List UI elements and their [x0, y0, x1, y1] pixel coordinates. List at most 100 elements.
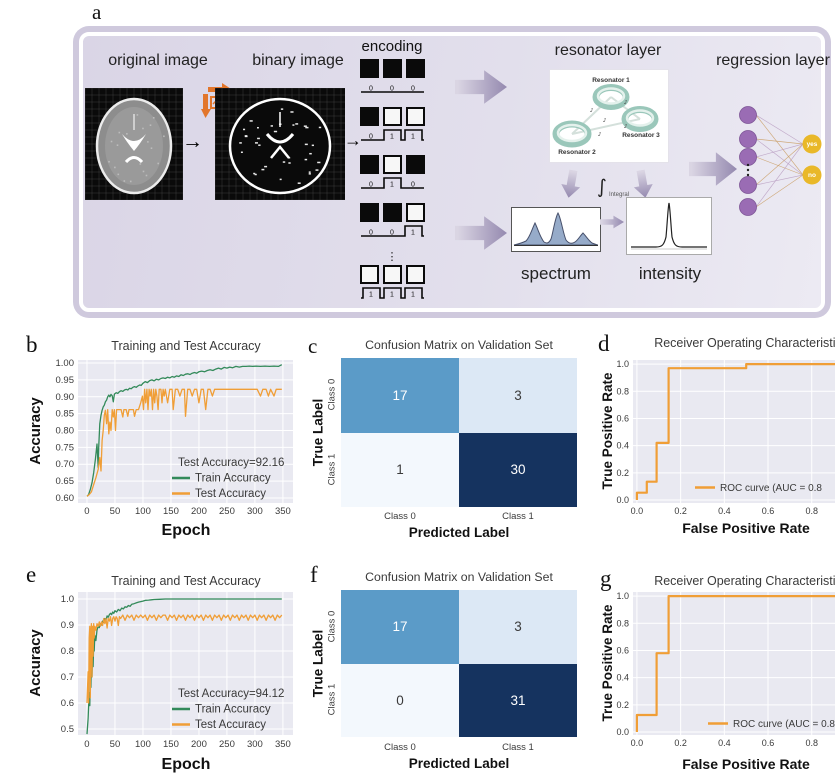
- matrix-cell-1-1: 31: [459, 663, 577, 737]
- plot-background: [633, 360, 835, 503]
- y-tick-label: 0.8: [616, 618, 629, 628]
- x-tick-label: 150: [163, 739, 179, 750]
- bit-label: 0: [369, 230, 373, 237]
- waveform-line: [360, 287, 424, 299]
- matrix-cell-1-1: 30: [459, 432, 577, 507]
- y-tick-label: 0.2: [616, 700, 629, 710]
- coupling-label: J: [597, 132, 601, 138]
- y-axis-label: True Positive Rate: [600, 372, 615, 490]
- network-edge: [755, 143, 804, 208]
- chart-title: Receiver Operating Characteristic: [654, 336, 835, 350]
- panel-letter-e: e: [26, 562, 37, 587]
- pixel-square-off: [405, 59, 425, 78]
- bit-label: 0: [390, 86, 394, 93]
- pixel-square-on: [405, 107, 425, 126]
- x-tick-label: 0: [84, 506, 89, 517]
- series-line-roc-curve: [635, 595, 835, 732]
- y-tick-label: 0.7: [61, 672, 74, 683]
- chart-g: 0.00.20.40.60.81.00.00.20.40.60.81.0Rece…: [600, 574, 835, 772]
- accuracy-annotation: Test Accuracy=92.16: [178, 457, 284, 469]
- binary-mri-image: [215, 88, 345, 200]
- texture-dot: [305, 126, 309, 129]
- resonator-layer-label: resonator layer: [554, 42, 662, 59]
- texture-dot: [292, 124, 295, 126]
- texture-dot: [254, 142, 258, 144]
- plot-background: [78, 592, 293, 735]
- node-ellipsis-dot: [746, 163, 750, 167]
- resonator-2-label: Resonator 2: [558, 149, 596, 156]
- texture-dot: [139, 163, 142, 165]
- pixel-square-off: [382, 203, 402, 222]
- accuracy-annotation: Test Accuracy=94.12: [178, 688, 284, 700]
- texture-dot: [136, 114, 139, 116]
- x-tick-label: 50: [110, 506, 121, 517]
- chart-title: Receiver Operating Characteristic: [654, 574, 835, 588]
- y-tick-label: 0.75: [56, 442, 75, 453]
- y-class-label: Class 1: [326, 683, 338, 716]
- bit-label: 1: [390, 292, 394, 299]
- panel-letter-g: g: [600, 566, 612, 591]
- texture-dot: [295, 123, 299, 125]
- bit-label: 0: [411, 182, 415, 189]
- scan-down-arrow-icon: [201, 94, 211, 118]
- texture-dot: [261, 168, 265, 171]
- texture-dot: [258, 144, 261, 146]
- network-edge: [755, 143, 804, 158]
- y-class-label: Class 0: [326, 610, 338, 643]
- matrix-cell-0-1: 3: [459, 358, 577, 433]
- texture-dot: [142, 127, 144, 130]
- texture-dot: [243, 128, 246, 131]
- legend-label: ROC curve (AUC = 0.8: [733, 719, 835, 730]
- y-tick-label: 0.4: [616, 441, 629, 451]
- texture-dot: [126, 133, 128, 135]
- x-class-label: Class 1: [502, 742, 534, 753]
- intensity-label: intensity: [638, 264, 702, 283]
- texture-dot: [123, 180, 126, 182]
- bit-label: 0: [369, 134, 373, 141]
- resonator-1-label: Resonator 1: [592, 77, 630, 84]
- matrix-cell-0-1: 3: [459, 590, 577, 664]
- node-ellipsis-dot: [746, 168, 750, 172]
- x-class-label: Class 1: [502, 511, 534, 522]
- chart-title: Training and Test Accuracy: [111, 574, 261, 588]
- y-tick-label: 1.00: [56, 358, 75, 369]
- texture-dot: [116, 144, 119, 147]
- x-tick-label: 350: [275, 506, 291, 517]
- y-axis-label: Accuracy: [27, 629, 44, 697]
- y-tick-label: 1.0: [616, 359, 629, 369]
- input-node: [739, 130, 757, 148]
- binary-image-label: binary image: [252, 52, 344, 69]
- series-group: [86, 598, 283, 735]
- bit-label: 0: [369, 86, 373, 93]
- texture-dot: [308, 173, 311, 175]
- texture-dot: [117, 173, 120, 176]
- node-ellipsis-dot: [746, 173, 750, 177]
- pixel-square-off: [359, 155, 379, 174]
- matrix-cell-0-0: 17: [341, 590, 459, 664]
- x-axis-label: False Positive Rate: [682, 756, 810, 772]
- pixel-square-off: [405, 155, 425, 174]
- coupling-line: [610, 96, 641, 120]
- bit-label: 1: [411, 134, 415, 141]
- x-class-label: Class 0: [384, 742, 416, 753]
- x-tick-label: 250: [219, 506, 235, 517]
- series-line-train-accuracy: [86, 364, 283, 497]
- matrix-cell-1-0: 0: [341, 663, 459, 737]
- y-tick-label: 0.6: [616, 645, 629, 655]
- texture-dot: [249, 120, 253, 122]
- texture-dot: [290, 111, 294, 113]
- y-axis-label: True Label: [310, 629, 326, 697]
- pixel-square-off: [359, 107, 379, 126]
- legend-label: Test Accuracy: [195, 488, 266, 500]
- pixel-square-off: [359, 203, 379, 222]
- texture-dot: [149, 124, 152, 126]
- network-edge: [755, 143, 804, 186]
- y-tick-label: 0.60: [56, 493, 75, 504]
- texture-dot: [150, 147, 153, 149]
